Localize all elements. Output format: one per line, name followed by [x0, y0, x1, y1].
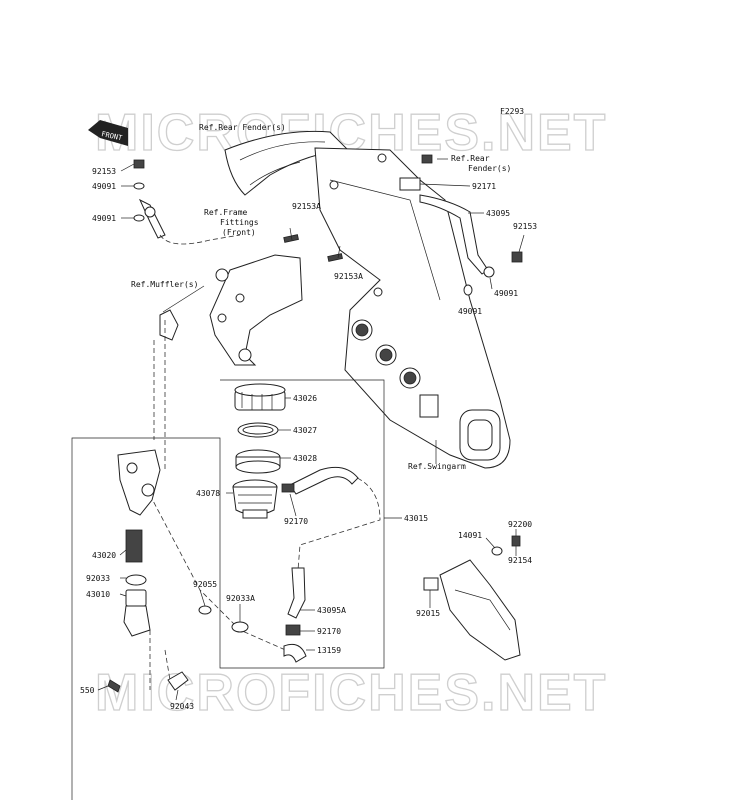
- part-label-92200: 92200: [508, 520, 532, 529]
- bolt-92153A-a: [283, 227, 299, 243]
- leader-lines: [97, 158, 525, 701]
- ref-swingarm: Ref.Swingarm: [408, 462, 466, 471]
- washer-49091-left-b: [133, 214, 145, 222]
- clamp-92170-a: [281, 483, 295, 493]
- part-label-92170-a: 92170: [284, 517, 308, 526]
- part-label-92033A: 92033A: [226, 594, 255, 603]
- part-label-43095: 43095: [486, 209, 510, 218]
- part-label-43010: 43010: [86, 590, 110, 599]
- o-ring-92055: [198, 605, 212, 615]
- watermark-bottom: MICROFICHES.NET: [95, 664, 607, 722]
- ref-frame-fittings-2: Fittings: [220, 218, 259, 227]
- swingarm-part: [314, 147, 511, 469]
- part-label-43027: 43027: [293, 426, 317, 435]
- ref-frame-fittings-1: Ref.Frame: [204, 208, 248, 217]
- ref-rear-fender-top: Ref.Rear Fender(s): [199, 123, 286, 132]
- part-label-92171: 92171: [472, 182, 496, 191]
- washer-49091-left-a: [133, 182, 145, 190]
- washer-49091-right-b: [463, 284, 473, 296]
- bolt-92153-right: [511, 251, 523, 263]
- cotter-pin-550: [107, 679, 121, 693]
- hose-43095: [419, 194, 489, 275]
- bolt-92153-left: [133, 159, 145, 169]
- bolt-92154: [511, 535, 521, 547]
- spring-43020: [125, 529, 143, 563]
- part-label-14091: 14091: [458, 531, 482, 540]
- part-label-43095A: 43095A: [317, 606, 346, 615]
- fitting-13159: [283, 643, 307, 663]
- part-label-49091-right-b: 49091: [458, 307, 482, 316]
- figure-code: F2293: [500, 107, 524, 116]
- part-label-92033: 92033: [86, 574, 110, 583]
- part-label-92055: 92055: [193, 580, 217, 589]
- bolt-rear-fender: [421, 154, 433, 164]
- part-label-92154: 92154: [508, 556, 532, 565]
- reservoir-43078: [232, 479, 278, 519]
- part-label-92170-b: 92170: [317, 627, 341, 636]
- push-rod-43010: [123, 589, 151, 637]
- assembly-boundary: [71, 379, 385, 800]
- circlip-92033: [125, 574, 147, 586]
- part-label-49091-left-b: 49091: [92, 214, 116, 223]
- part-label-43026: 43026: [293, 394, 317, 403]
- master-cylinder-body: [117, 449, 161, 516]
- muffler-bracket: [159, 309, 179, 341]
- clamp-92171: [399, 177, 421, 191]
- ref-rear-fender-right-2: Fender(s): [468, 164, 511, 173]
- part-label-49091-right-a: 49091: [494, 289, 518, 298]
- part-label-49091-left-a: 49091: [92, 182, 116, 191]
- part-label-550: 550: [80, 686, 95, 695]
- ref-rear-fender-right-1: Ref.Rear: [451, 154, 490, 163]
- part-label-43020: 43020: [92, 551, 116, 560]
- reservoir-cap-43026: [234, 383, 286, 411]
- dash-line-1: [159, 234, 241, 245]
- part-label-92153A-a: 92153A: [292, 202, 321, 211]
- hose-43015: [289, 466, 359, 495]
- part-label-92043: 92043: [170, 702, 194, 711]
- washer-92200: [491, 546, 503, 556]
- circlip-92033A: [231, 621, 249, 633]
- part-label-13159: 13159: [317, 646, 341, 655]
- plate-43028: [235, 449, 281, 474]
- front-arrow-icon: FRONT: [88, 120, 128, 146]
- dash-line-7: [164, 649, 171, 681]
- bolt-92153A-b: [327, 245, 343, 262]
- part-label-92153A-b: 92153A: [334, 272, 363, 281]
- pin-92043: [167, 671, 189, 691]
- dash-line-4: [297, 474, 381, 571]
- collar-92015: [423, 577, 439, 591]
- part-label-43015: 43015: [404, 514, 428, 523]
- ref-frame-fittings-3: (Front): [222, 228, 256, 237]
- part-label-92153-right: 92153: [513, 222, 537, 231]
- ref-muffler: Ref.Muffler(s): [131, 280, 198, 289]
- part-label-92015: 92015: [416, 609, 440, 618]
- bracket-part: [209, 254, 303, 366]
- hose-43095A: [287, 567, 306, 619]
- guard-14091: [439, 559, 521, 661]
- part-label-92153-left: 92153: [92, 167, 116, 176]
- part-label-43028: 43028: [293, 454, 317, 463]
- clamp-92170-b: [285, 624, 301, 636]
- part-label-43078: 43078: [196, 489, 220, 498]
